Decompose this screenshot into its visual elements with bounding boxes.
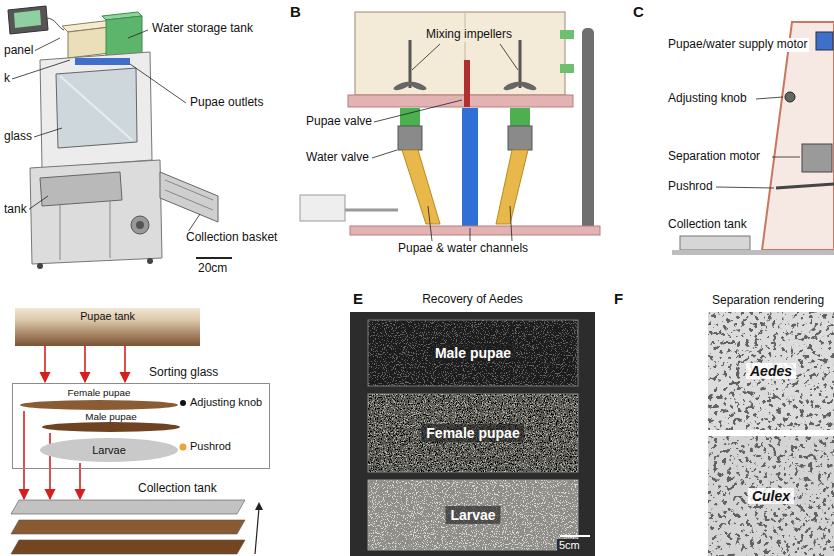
flow-arrow <box>44 346 46 382</box>
flow-arrow <box>49 433 51 499</box>
part-label: panel <box>2 44 35 58</box>
pupae-tank: Pupae tank <box>15 308 200 346</box>
para-shape <box>5 500 265 556</box>
node-label: Separation rendering <box>712 294 824 308</box>
collection-tank: Collection tank <box>5 500 265 556</box>
node-label: Collection tank <box>138 482 217 496</box>
leader-lines <box>716 97 800 188</box>
tray-photo-frame: Recovery of AedesMale pupaeFemale pupaeL… <box>350 312 595 556</box>
part-label: Pupae & water channels <box>396 242 530 256</box>
flow-arrow <box>124 346 126 382</box>
part-label: k <box>2 72 12 86</box>
part-label: tank <box>2 203 29 217</box>
scale-bar <box>196 257 232 259</box>
leader-lines <box>12 30 200 238</box>
node-label: Male pupae <box>430 344 516 362</box>
node-label: Larvae <box>92 444 126 457</box>
photo: Culex <box>708 436 834 556</box>
node-label: Culex <box>748 488 794 504</box>
part-label: Pupae valve <box>304 115 374 129</box>
part-label: glass <box>2 130 34 144</box>
panel-letter: C <box>631 3 646 20</box>
sorter-machine <box>8 6 218 269</box>
pushrod-dot <box>180 444 187 451</box>
larvae-band: Larvae <box>39 437 179 463</box>
part-label: Water storage tank <box>150 22 255 36</box>
node-label: Female pupae <box>421 424 524 442</box>
part-label: Collection basket <box>184 231 279 245</box>
flow-arrow <box>84 346 86 382</box>
part-label: Pushrod <box>666 180 715 194</box>
part-label: Pupae outlets <box>188 96 265 110</box>
part-label: Adjusting knob <box>666 92 749 106</box>
part-label: Mixing impellers <box>424 28 514 42</box>
part-label: Pupae/water supply motor <box>666 38 809 52</box>
part-label: Adjusting knob <box>188 396 264 409</box>
node-label: Aedes <box>746 363 796 379</box>
panel-letter: F <box>612 290 625 307</box>
node-label: Sorting glass <box>149 366 218 380</box>
tray: Female pupae <box>368 394 578 472</box>
panel-letter: E <box>351 290 365 307</box>
part-label: Pushrod <box>188 440 233 453</box>
photo-frame: Separation renderingAedesCulex <box>708 312 834 556</box>
node-label: Larvae <box>445 506 500 524</box>
leader-lines <box>372 44 518 241</box>
part-label: 20cm <box>196 262 229 276</box>
node-label: Pupae tank <box>15 310 200 322</box>
part-label: Separation motor <box>666 150 762 164</box>
female-pupae-band: Female pupae <box>19 387 179 411</box>
part-label: Collection tank <box>666 218 749 232</box>
node-label: Male pupae <box>41 411 181 423</box>
tray-photo <box>350 312 595 556</box>
mosquito-photos <box>708 312 834 556</box>
part-label: Water valve <box>304 151 371 165</box>
photo: Aedes <box>708 312 834 430</box>
node-label: Recovery of Aedes <box>350 293 595 307</box>
node-label: Female pupae <box>19 387 179 399</box>
part-label: 5cm <box>557 539 582 552</box>
knob-dot <box>180 400 186 406</box>
tray: Male pupae <box>368 320 578 386</box>
panel-letter: B <box>288 3 303 20</box>
male-pupae-band: Male pupae <box>41 411 181 433</box>
flow-arrow <box>23 411 25 499</box>
mixing-unit <box>300 12 600 235</box>
tray: Larvae <box>368 480 578 550</box>
